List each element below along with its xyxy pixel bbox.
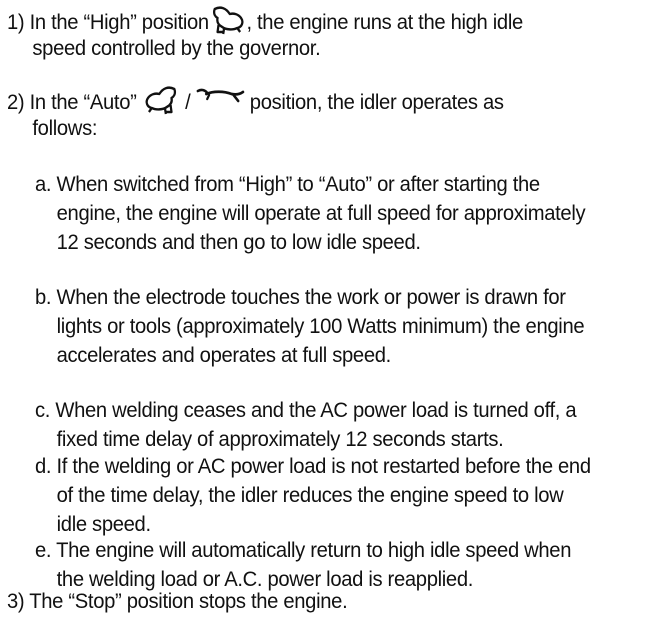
turtle-icon (196, 85, 245, 123)
step-1-line-2: speed controlled by the governor. (32, 36, 321, 60)
rabbit-icon (142, 85, 180, 123)
substep-e-line-1: e. The engine will automatically return … (35, 538, 572, 562)
substep-c: c. When welding ceases and the AC power … (35, 396, 577, 454)
step-2-text-post: position, the idler operates as (244, 90, 504, 114)
step-3-stop-position: 3) The “Stop” position stops the engine. (7, 587, 348, 616)
step-2-line-1: 2) In the “Auto” / position, the idler o… (7, 85, 504, 115)
substep-a-line-1: a. When switched from “High” to “Auto” o… (35, 172, 540, 196)
substep-c-line-2: fixed time delay of approximately 12 sec… (56, 427, 504, 451)
step-2-line-2: follows: (32, 116, 98, 140)
step-1-text-post: , the engine runs at the high idle (246, 10, 523, 34)
rabbit-icon (209, 5, 247, 43)
step-1-line-1: 1) In the “High” position , the engine r… (7, 5, 523, 35)
substep-b-line-3: accelerates and operates at full speed. (56, 343, 392, 367)
substep-d-line-2: of the time delay, the idler reduces the… (56, 483, 564, 507)
substep-a-line-3: 12 seconds and then go to low idle speed… (56, 230, 421, 254)
substep-d-line-3: idle speed. (56, 512, 151, 536)
step-1-high-position: 1) In the “High” position , the engine r… (7, 5, 523, 63)
step-2-text-pre: 2) In the “Auto” (7, 90, 137, 114)
substep-d-line-1: d. If the welding or AC power load is no… (35, 454, 591, 478)
substep-b-line-1: b. When the electrode touches the work o… (35, 285, 566, 309)
step-2-slash: / (179, 90, 196, 114)
substep-b: b. When the electrode touches the work o… (35, 283, 585, 370)
substep-e-line-2: the welding load or A.C. power load is r… (56, 567, 474, 591)
substep-b-line-2: lights or tools (approximately 100 Watts… (56, 314, 585, 338)
substep-c-line-1: c. When welding ceases and the AC power … (35, 398, 577, 422)
substep-d: d. If the welding or AC power load is no… (35, 452, 591, 539)
step-2-auto-position: 2) In the “Auto” / position, the idler o… (7, 85, 504, 143)
substep-e: e. The engine will automatically return … (35, 536, 571, 594)
step-1-text-pre: 1) In the “High” position (7, 10, 209, 34)
substep-a-line-2: engine, the engine will operate at full … (56, 201, 586, 225)
substep-a: a. When switched from “High” to “Auto” o… (35, 170, 586, 257)
step-3-line-1: 3) The “Stop” position stops the engine. (7, 589, 348, 613)
